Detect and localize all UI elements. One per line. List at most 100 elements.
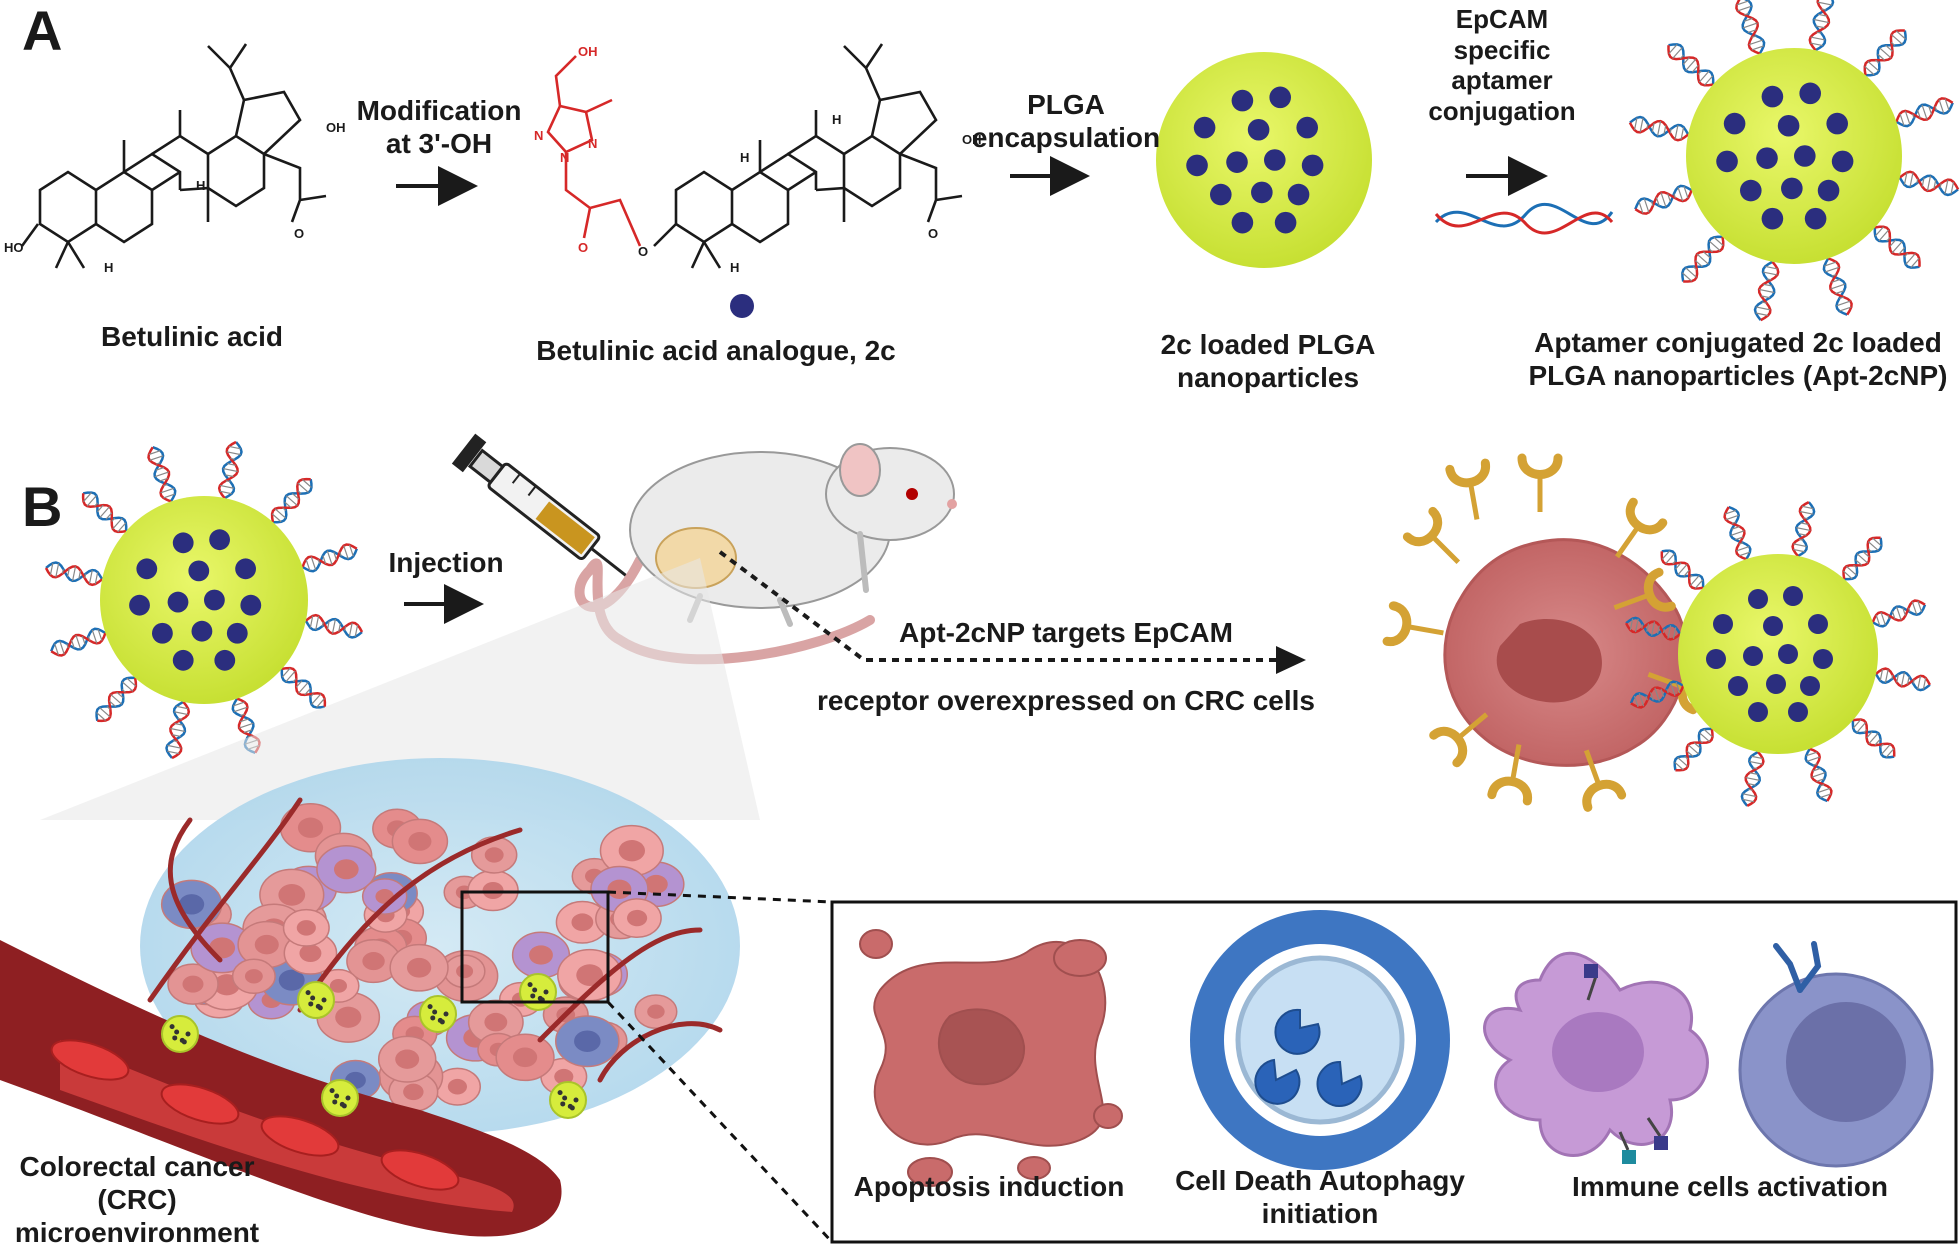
- conjugated-nanoparticle-label: Aptamer conjugated 2c loaded PLGA nanopa…: [1528, 327, 1948, 392]
- tumor-nanoparticle-icon: [519, 973, 557, 1011]
- aptamer-icon: [1874, 667, 1931, 692]
- panel-label-a: A: [22, 0, 63, 62]
- injection-label: Injection: [388, 547, 504, 578]
- aptamer-icon: [1873, 225, 1921, 269]
- atom-label-o3: O: [928, 226, 939, 241]
- drug-bead-icon: [1777, 114, 1800, 137]
- receptor-icon: [1487, 744, 1532, 806]
- betulinic-acid-label: Betulinic acid: [100, 321, 284, 352]
- drug-bead-icon: [240, 594, 262, 616]
- conjugation-step-label: EpCAM specific aptamer conjugation: [1428, 4, 1576, 127]
- modification-step-label: Modification at 3'-OH: [356, 95, 522, 160]
- drug-bead-icon: [1231, 211, 1254, 234]
- drug-bead-icon: [1794, 145, 1816, 167]
- receptor-icon: [1613, 567, 1676, 612]
- drug-bead-icon: [1748, 702, 1768, 722]
- drug-bead-icon: [1761, 207, 1784, 230]
- aptamer-icon: [270, 477, 313, 524]
- receptor-icon: [1615, 497, 1668, 559]
- atom-label-o: O: [294, 226, 305, 241]
- drug-bead-icon: [1808, 614, 1828, 634]
- tumor-microenvironment-icon: [0, 758, 740, 1237]
- aptamer-icon: [1842, 536, 1883, 581]
- tumor-nanoparticle-icon: [321, 1079, 359, 1117]
- autophagy-label: Cell Death Autophagy initiation: [1175, 1165, 1465, 1230]
- drug-bead-icon: [209, 529, 231, 551]
- receptor-icon: [1429, 712, 1489, 768]
- atom-label-oh: OH: [326, 120, 346, 135]
- drug-bead-icon: [152, 622, 173, 644]
- drug-bead-icon: [172, 532, 194, 554]
- drug-bead-icon: [1269, 86, 1291, 109]
- epcam-receptors: [1382, 453, 1710, 812]
- drug-bead-icon: [1817, 179, 1840, 202]
- drug-bead-icon: [1788, 702, 1808, 722]
- aptamer-icon: [50, 627, 107, 657]
- drug-bead-icon: [1713, 614, 1733, 634]
- aptamer-icon: [280, 666, 327, 709]
- drug-bead-icon: [1716, 150, 1738, 173]
- drug-bead-icon: [172, 649, 194, 671]
- atom-label-h4: H: [196, 178, 206, 193]
- aptamer-icon: [1628, 115, 1690, 142]
- drug-bead-icon: [214, 649, 236, 671]
- drug-bead-icon: [129, 594, 150, 616]
- drug-bead-icon: [167, 591, 189, 613]
- aptamer-conjugated-nanoparticle: [1628, 0, 1960, 322]
- drug-bead-icon: [235, 558, 256, 580]
- apoptosis-label: Apoptosis induction: [853, 1171, 1125, 1202]
- atom-label-o-red: O: [578, 240, 589, 255]
- aptamer-icon: [1629, 680, 1685, 709]
- drug-bead-icon: [1783, 586, 1803, 606]
- aptamer-icon: [1740, 750, 1765, 807]
- drug-bead-icon: [1766, 674, 1786, 694]
- drug-bead-icon: [1296, 116, 1318, 139]
- drug-bead-icon: [1740, 179, 1762, 202]
- targeting-label-line1: Apt-2cNP targets EpCAM: [899, 617, 1233, 648]
- aptamer-icon: [44, 561, 104, 587]
- autophagy-cell-icon: [1190, 910, 1450, 1170]
- reaction-arrows: [396, 156, 1548, 206]
- drug-bead-icon: [1706, 649, 1726, 669]
- aptamer-icon: [304, 613, 364, 639]
- aptamer-icon: [1634, 184, 1693, 215]
- drug-bead-icon: [1743, 646, 1763, 666]
- betulinic-acid-structure: [20, 43, 327, 269]
- drug-bead-icon: [1287, 183, 1310, 206]
- atom-label-h2: H: [740, 150, 750, 165]
- drug-bead-icon: [188, 560, 210, 582]
- zoom-cone: [40, 558, 760, 820]
- immune-activation-label: Immune cells activation: [1572, 1171, 1888, 1202]
- drug-bead-icon: [1226, 151, 1248, 173]
- drug-bead-icon: [1804, 207, 1827, 230]
- aptamer-icon: [1804, 747, 1833, 803]
- aptamer-icon: [1667, 43, 1715, 87]
- red-blood-cell-icon: [160, 1083, 240, 1125]
- atom-label-n2: N: [560, 150, 570, 165]
- aptamer-icon: [165, 700, 191, 760]
- aptamer-icon: [81, 491, 128, 534]
- drug-bead-icon: [1274, 211, 1297, 234]
- atom-label-ho: HO: [4, 240, 24, 255]
- immune-dendritic-cell-icon: [1483, 951, 1709, 1164]
- aptamer-icon: [1851, 718, 1896, 759]
- analogue-label: Betulinic acid analogue, 2c: [536, 335, 896, 366]
- aptamer-icon: [1753, 260, 1780, 322]
- targeting-label-line2: receptor overexpressed on CRC cells: [817, 685, 1315, 716]
- aptamer-icon: [1723, 505, 1752, 561]
- drug-bead-icon: [1800, 676, 1820, 696]
- tumor-nanoparticle-icon: [297, 981, 335, 1019]
- drug-bead-icon: [1763, 616, 1783, 636]
- drug-bead-icon: [1723, 112, 1746, 135]
- analogue-core-structure: [653, 43, 963, 269]
- red-blood-cell-icon: [380, 1149, 460, 1191]
- drug-bead-icon: [1247, 118, 1270, 141]
- nanoparticle-label: 2c loaded PLGA nanoparticles: [1160, 329, 1376, 394]
- drug-bead-icon: [1756, 147, 1778, 169]
- aptamer-icon: [1863, 29, 1907, 77]
- targeting-arrow: [718, 550, 1306, 674]
- drug-bead-icon: [730, 294, 754, 318]
- atom-label-h1: H: [832, 112, 842, 127]
- aptamer-icon: [1895, 97, 1954, 128]
